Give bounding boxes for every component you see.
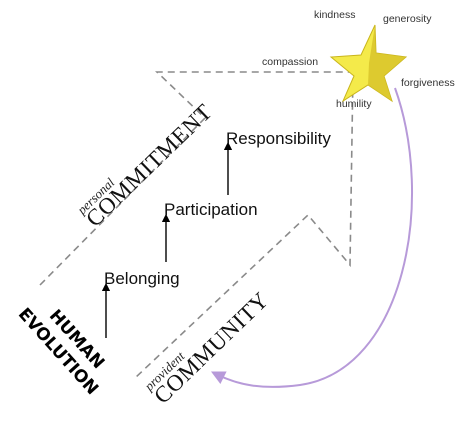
community-group: provident COMMUNITY bbox=[141, 287, 274, 408]
human-evolution-group: HUMAN EVOLUTION bbox=[14, 304, 108, 399]
compassion-label: compassion bbox=[262, 56, 318, 68]
forgiveness-label: forgiveness bbox=[401, 77, 455, 89]
generosity-label: generosity bbox=[383, 13, 432, 25]
participation-label: Participation bbox=[164, 200, 258, 219]
humility-label: humility bbox=[336, 98, 372, 110]
belonging-label: Belonging bbox=[104, 269, 180, 288]
kindness-label: kindness bbox=[314, 9, 355, 21]
star-icon bbox=[329, 24, 408, 103]
return-curve bbox=[210, 87, 413, 388]
responsibility-label: Responsibility bbox=[226, 129, 331, 148]
